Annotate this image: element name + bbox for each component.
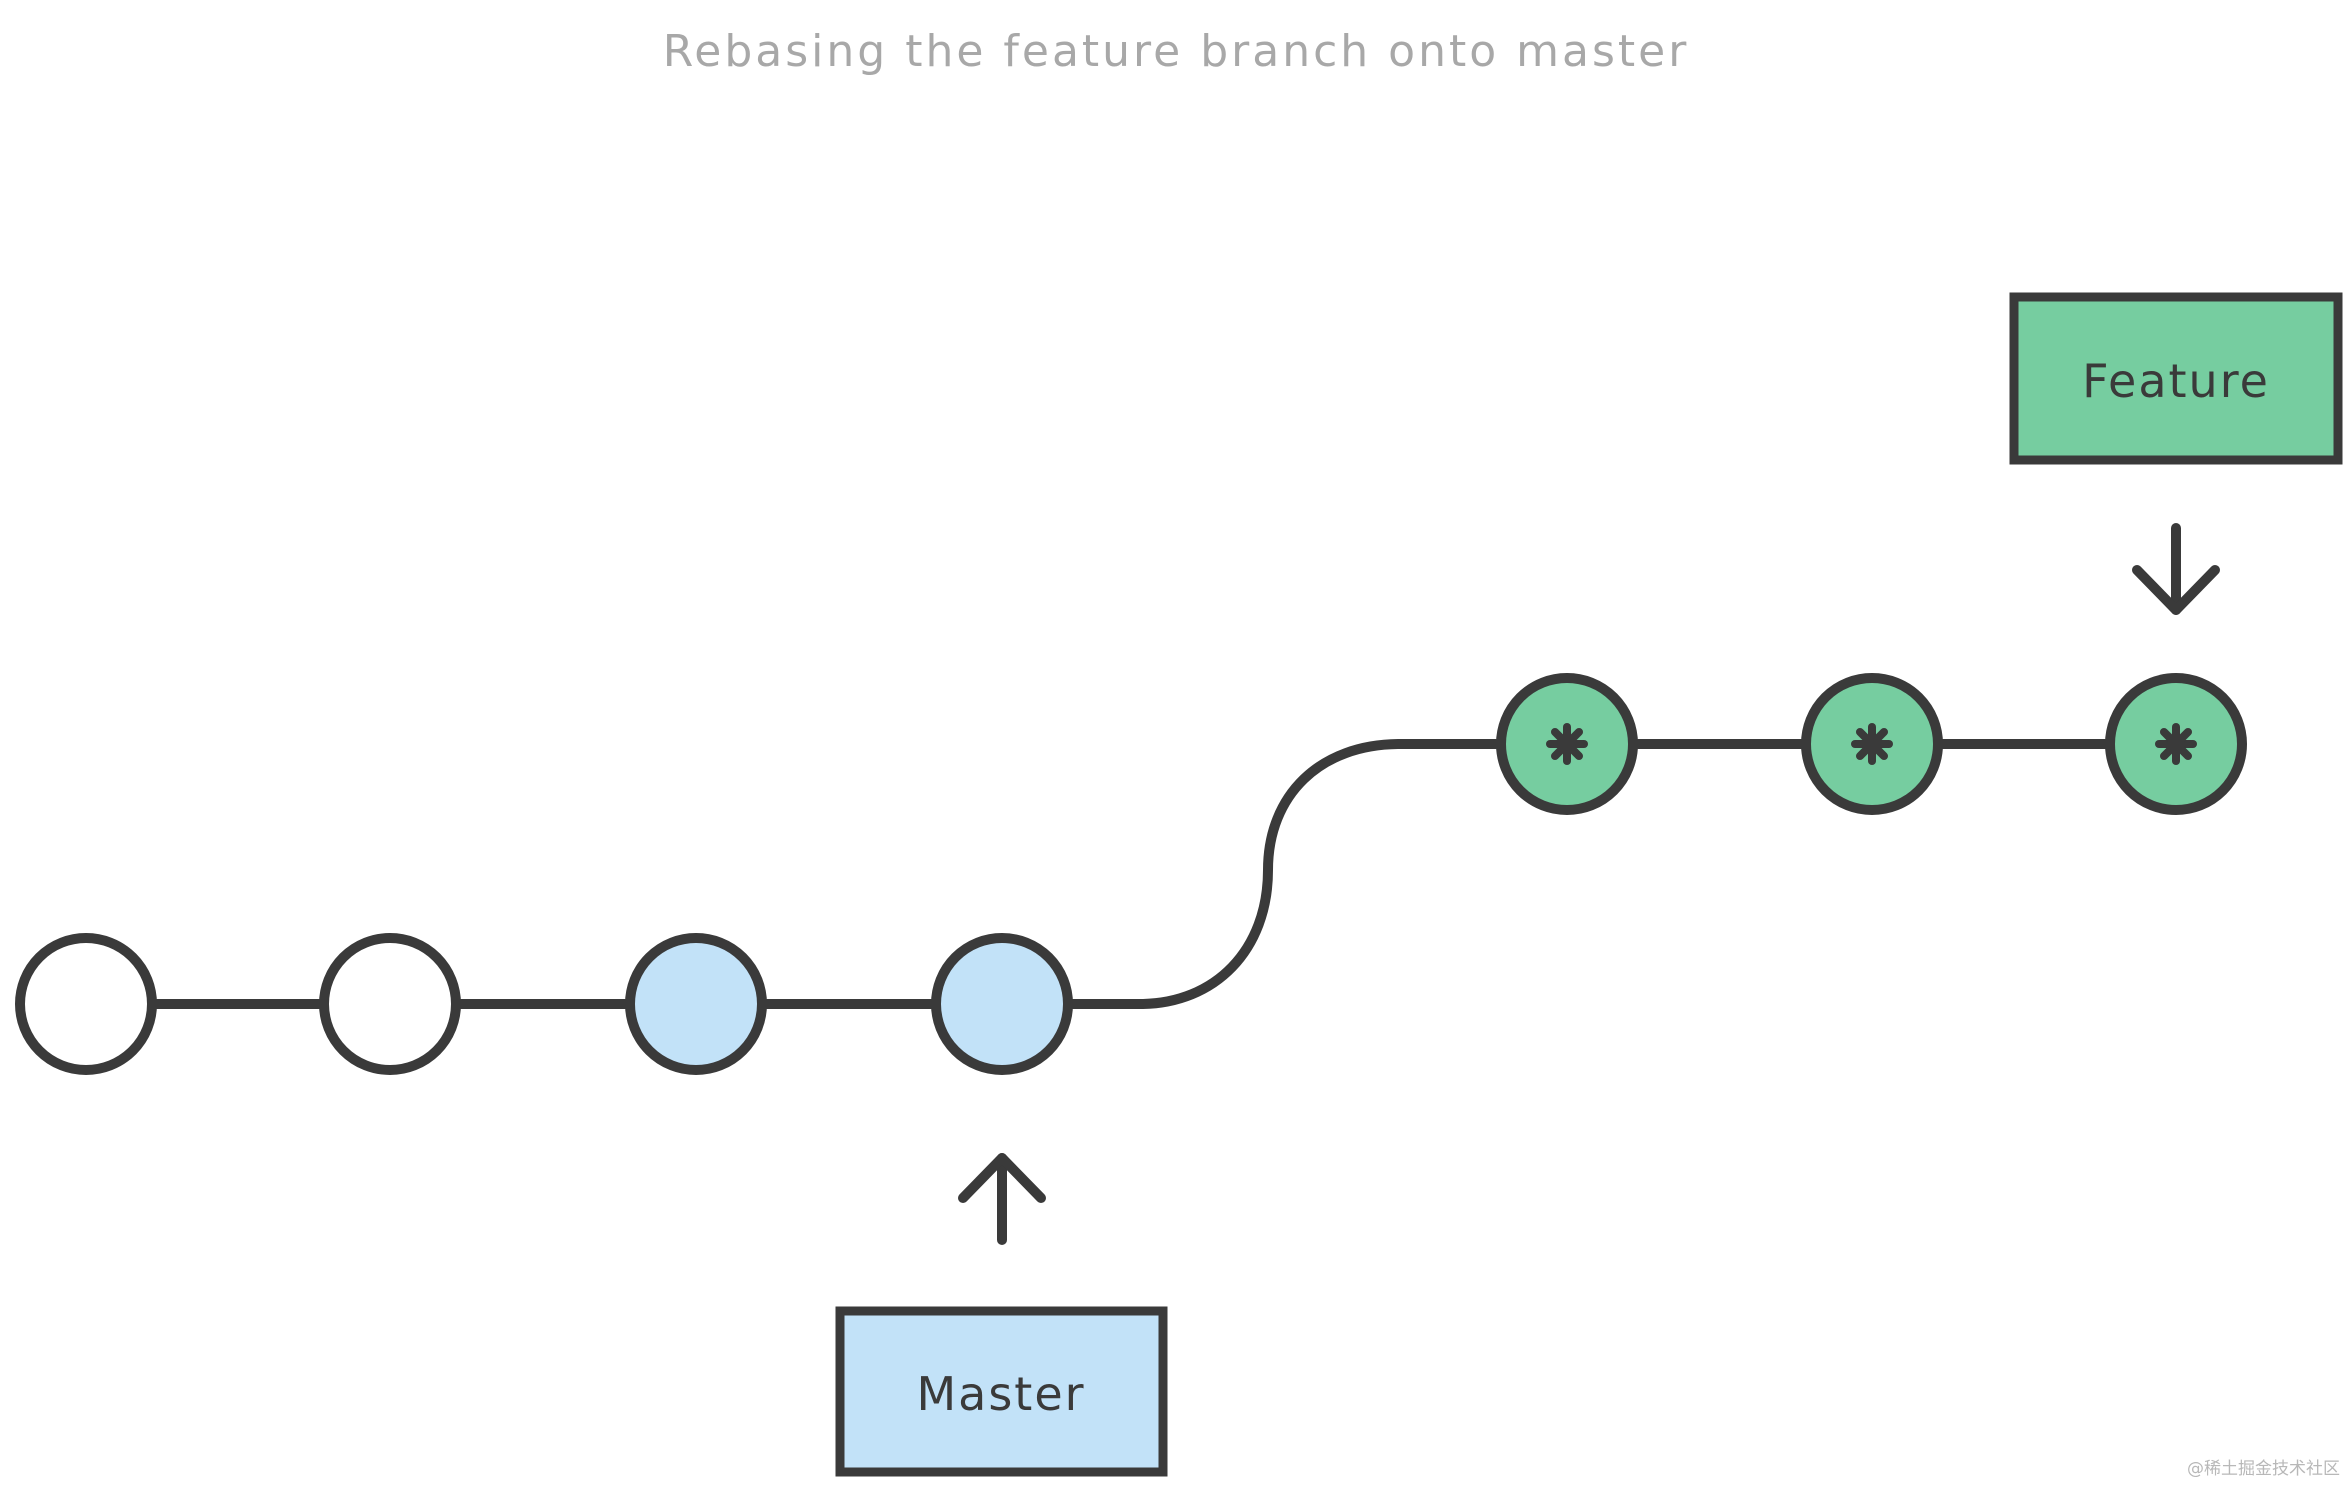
asterisk-icon [1546, 723, 1588, 765]
watermark: @稀土掘金技术社区 [2187, 1459, 2340, 1479]
feature-label: Feature [2082, 354, 2270, 408]
diagram-title: Rebasing the feature branch onto master [663, 26, 1690, 77]
base-commit-2 [319, 933, 461, 1075]
arrow-down-icon [2132, 523, 2220, 615]
feature-branch-label: Feature [2009, 292, 2343, 465]
rebase-curve [1067, 739, 1501, 1009]
master-commit-3 [625, 933, 767, 1075]
commit-connections [150, 739, 2111, 1009]
master-commit-4 [931, 933, 1073, 1075]
master-label: Master [916, 1367, 1085, 1421]
base-commit-1 [15, 933, 157, 1075]
asterisk-icon [1851, 723, 1893, 765]
feature-box [2009, 292, 2343, 465]
master-branch-label: Master [835, 1306, 1168, 1477]
commit-nodes [15, 673, 2247, 1075]
asterisk-icon [2155, 723, 2197, 765]
arrow-up-icon [958, 1153, 1046, 1245]
master-box [835, 1306, 1168, 1477]
